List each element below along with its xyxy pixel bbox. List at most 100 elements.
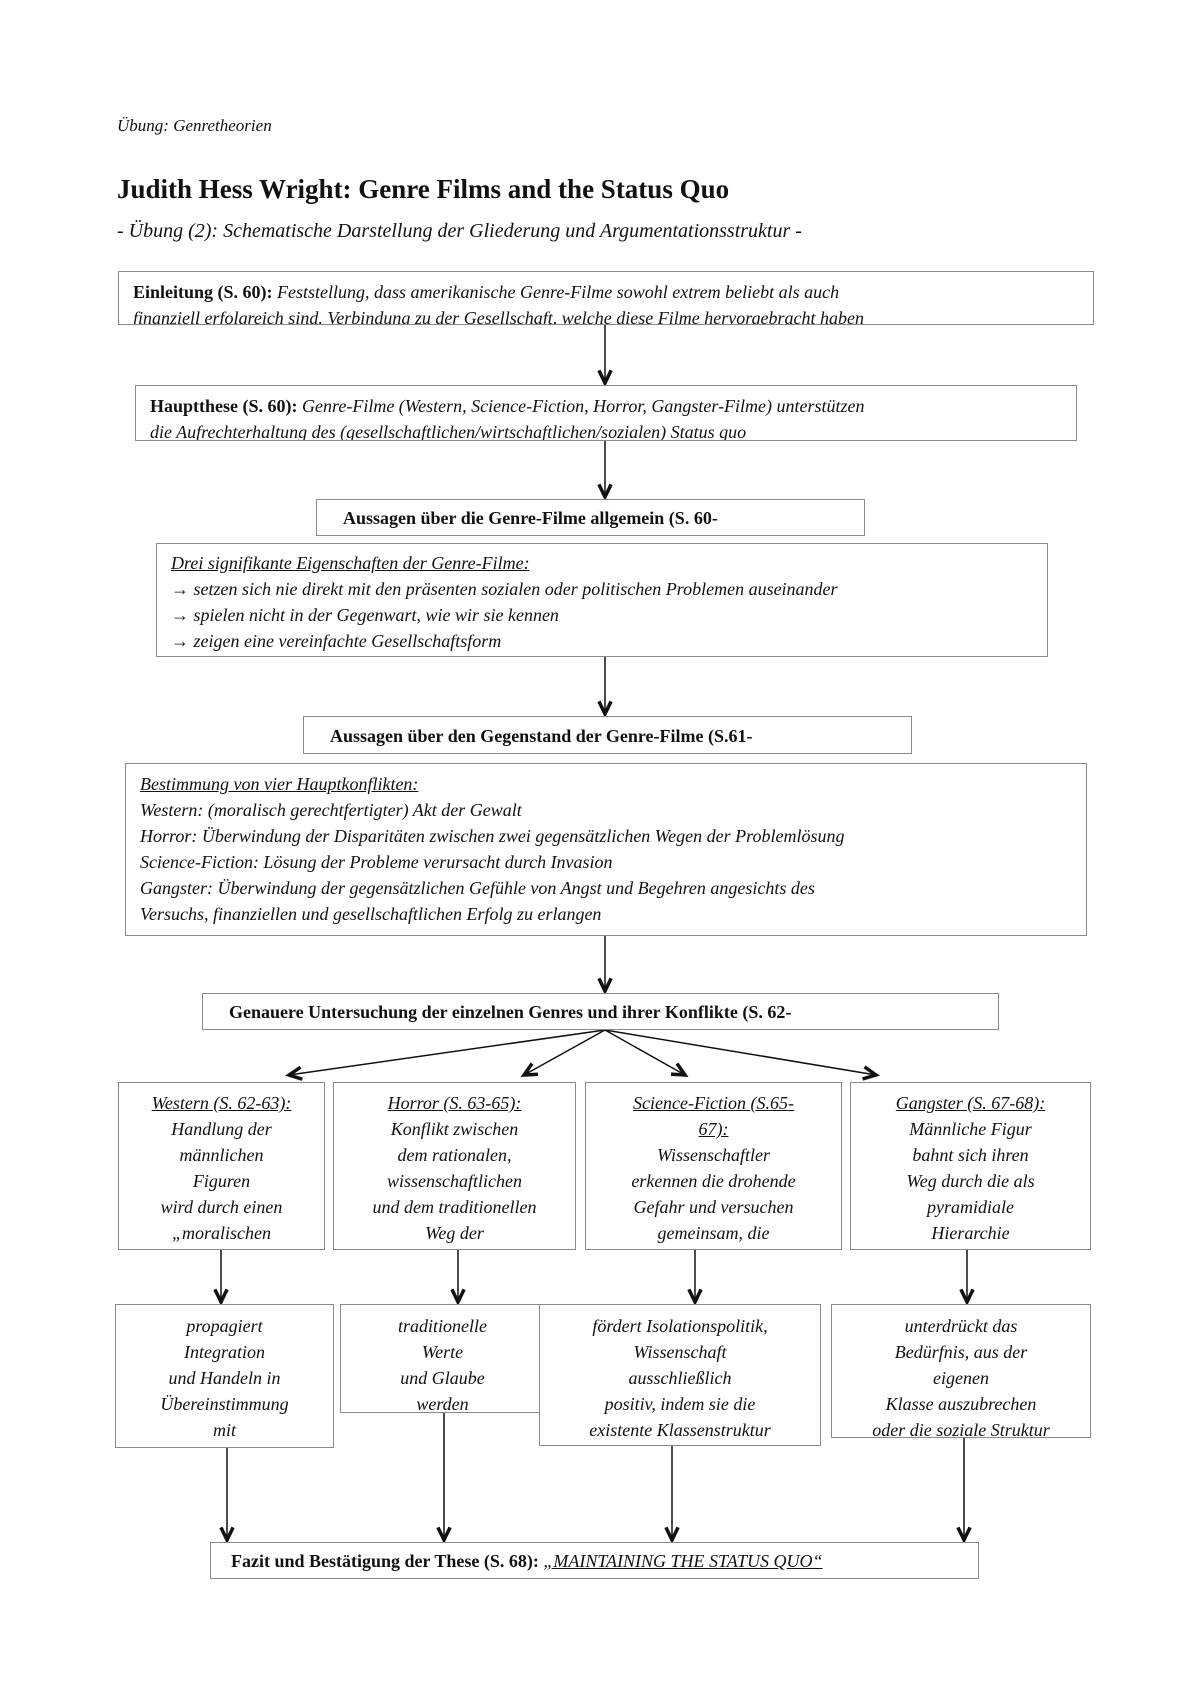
genre-text-line: Wissenschaftler [657, 1145, 770, 1165]
genre-text-line: Handlung der [171, 1119, 272, 1139]
thesis-text-line: Genre-Filme (Western, Science-Fiction, H… [302, 396, 865, 416]
genre-text-line: wissenschaftlichen [387, 1171, 522, 1191]
arrow [604, 1029, 880, 1081]
thesis-text-line: die Aufrechterhaltung des (gesellschaftl… [150, 422, 747, 441]
arrow [956, 1438, 972, 1545]
genre-text-line: bahnt sich ihren [912, 1145, 1029, 1165]
conflict-line: Versuchs, finanziellen und gesellschaftl… [140, 904, 602, 924]
arrow [597, 936, 613, 996]
arrow [687, 1250, 703, 1307]
general-heading-box: Aussagen über die Genre-Filme allgemein … [316, 499, 865, 536]
arrow-bullet-icon: → [171, 631, 189, 651]
genre-box-western: Western (S. 62-63): Handlung der männliche… [118, 1082, 325, 1250]
genre-title: Western (S. 62-63): [151, 1093, 292, 1113]
genre-text-line: gemeinsam, die [657, 1223, 770, 1243]
result-text-line: Klasse auszubrechen [885, 1394, 1037, 1414]
arrow-bullet-icon: → [171, 605, 189, 625]
arrow [520, 1029, 606, 1077]
result-text-line: ausschließlich [628, 1368, 732, 1388]
result-text-line: Integration [184, 1342, 265, 1362]
result-text-line: Werte [421, 1342, 464, 1362]
genre-text-line: und dem traditionellen [372, 1197, 537, 1217]
genre-box-horror: Horror (S. 63-65): Konflikt zwischen dem r… [333, 1082, 576, 1250]
general-heading: Aussagen über die Genre-Filme allgemein … [343, 508, 718, 528]
genre-text-line: dem rationalen, [397, 1145, 512, 1165]
result-text-line: unterdrückt das [904, 1316, 1018, 1336]
result-text-line: eigenen [933, 1368, 989, 1388]
conclusion-quote: „MAINTAINING THE STATUS QUO“ [543, 1551, 823, 1571]
arrow [436, 1413, 452, 1545]
conflict-line: Science-Fiction: Lösung der Probleme ver… [140, 852, 613, 872]
result-text-line: fördert Isolationspolitik, [592, 1316, 768, 1336]
genre-text-line: Weg durch die als [906, 1171, 1035, 1191]
genre-text-line: „moralischen [172, 1223, 271, 1243]
genre-text-line: wird durch einen [160, 1197, 283, 1217]
result-text-line: Bedürfnis, aus der [894, 1342, 1028, 1362]
genre-text-line: männlichen [179, 1145, 264, 1165]
subject-heading: Aussagen über den Gegenstand der Genre-F… [330, 726, 753, 746]
genre-text-line: Gefahr und versuchen [633, 1197, 794, 1217]
genre-box-science-fiction: Science-Fiction (S.65- 67): Wissenschaftle… [585, 1082, 842, 1250]
genre-text-line: erkennen die drohende [631, 1171, 796, 1191]
result-text-line: Wissenschaft [633, 1342, 727, 1362]
page-title: Judith Hess Wright: Genre Films and the … [117, 174, 730, 204]
result-text-line: propagiert [186, 1316, 263, 1336]
general-list-title: Drei signifikante Eigenschaften der Genr… [171, 553, 530, 573]
result-text-line: und Glaube [400, 1368, 485, 1388]
arrow [285, 1029, 606, 1081]
genre-title: Science-Fiction (S.65- [633, 1093, 794, 1113]
arrow [597, 441, 613, 502]
arrow [597, 657, 613, 719]
genre-text-line: Konflikt zwischen [390, 1119, 519, 1139]
genre-text-line: Weg der [425, 1223, 484, 1243]
arrow [213, 1250, 229, 1307]
intro-text-line: finanziell erfolgreich sind. Verbindung … [133, 308, 865, 325]
result-box-science-fiction: fördert Isolationspolitik, Wissenschaft au… [539, 1304, 821, 1446]
conclusion-box: Fazit und Bestätigung der These (S. 68):… [210, 1542, 979, 1579]
arrow [604, 1029, 689, 1077]
general-list-item: → setzen sich nie direkt mit den präsent… [171, 579, 838, 599]
arrow [664, 1446, 680, 1545]
thesis-label: Hauptthese (S. 60) [150, 396, 292, 416]
intro-label: Einleitung (S. 60) [133, 282, 267, 302]
conflict-line: Horror: Überwindung der Disparitäten zwi… [140, 826, 845, 846]
result-text-line: mit [212, 1420, 236, 1440]
arrow [597, 325, 613, 388]
course-label: Übung: Genretheorien [117, 116, 272, 135]
conflict-line: Western: (moralisch gerechtfertigter) Ak… [140, 800, 522, 820]
genre-title: 67): [698, 1119, 729, 1139]
result-text-line: traditionelle [398, 1316, 487, 1336]
arrow-bullet-icon: → [171, 579, 189, 599]
thesis-box: Hauptthese (S. 60): Genre-Filme (Western… [135, 385, 1077, 441]
genre-text-line: pyramidiale [927, 1197, 1014, 1217]
genre-text-line: Männliche Figur [909, 1119, 1032, 1139]
result-text-line: werden [416, 1394, 469, 1413]
genre-title: Horror (S. 63-65): [387, 1093, 522, 1113]
general-list-box: Drei signifikante Eigenschaften der Genr… [156, 543, 1048, 657]
genre-text-line: Figuren [192, 1171, 251, 1191]
result-text-line: und Handeln in [168, 1368, 281, 1388]
subject-heading-box: Aussagen über den Gegenstand der Genre-F… [303, 716, 912, 754]
result-text-line: oder die soziale Struktur [872, 1420, 1050, 1438]
conflicts-box: Bestimmung von vier Hauptkonflikten: Wes… [125, 763, 1087, 936]
genre-box-gangster: Gangster (S. 67-68): Männliche Figur bahnt… [850, 1082, 1091, 1250]
detail-heading: Genauere Untersuchung der einzelnen Genr… [229, 1002, 792, 1022]
detail-heading-box: Genauere Untersuchung der einzelnen Genr… [202, 993, 999, 1030]
intro-box: Einleitung (S. 60): Feststellung, dass a… [118, 271, 1094, 325]
general-list-item: → zeigen eine vereinfachte Gesellschafts… [171, 631, 502, 651]
result-text-line: existente Klassenstruktur [589, 1420, 771, 1440]
arrow [219, 1448, 235, 1545]
arrow [959, 1250, 975, 1307]
genre-title: Gangster (S. 67-68): [895, 1093, 1046, 1113]
conflicts-title: Bestimmung von vier Hauptkonflikten: [140, 774, 419, 794]
result-text-line: positiv, indem sie die [604, 1394, 756, 1414]
intro-text-line: Feststellung, dass amerikanische Genre-F… [277, 282, 840, 302]
genre-text-line: Hierarchie [931, 1223, 1010, 1243]
general-list-item: → spielen nicht in der Gegenwart, wie wi… [171, 605, 559, 625]
result-text-line: Übereinstimmung [160, 1394, 289, 1414]
page-subtitle: - Übung (2): Schematische Darstellung de… [117, 220, 802, 242]
